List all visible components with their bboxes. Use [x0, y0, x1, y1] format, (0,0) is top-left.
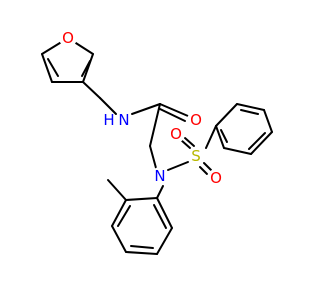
bond-line	[263, 109, 273, 133]
bond-line	[125, 251, 158, 255]
furan-oxygen-label: O	[62, 29, 74, 47]
furan-oxygen-atom: O	[59, 29, 77, 47]
bond-line	[156, 197, 173, 229]
sulfonamide-nitrogen-atom: N	[151, 167, 169, 185]
bond-line	[156, 185, 164, 199]
sulfur-label: S	[191, 147, 201, 165]
bond-line	[117, 205, 131, 227]
bond-line	[236, 103, 265, 111]
bond-line	[180, 139, 191, 149]
sulfur-atom: S	[187, 147, 205, 165]
bond-line	[111, 225, 127, 253]
bond-line	[199, 166, 208, 175]
bond-line	[81, 60, 91, 77]
carbonyl-oxygen-atom: O	[187, 111, 205, 129]
amide-nitrogen-label: N	[118, 111, 129, 129]
bond-line	[248, 132, 266, 150]
bond-line	[203, 162, 212, 171]
bond-line	[205, 125, 217, 149]
bond-line	[240, 109, 259, 115]
bond-line	[184, 137, 195, 147]
chemical-structure-diagram: O N H O N S O O	[41, 29, 273, 255]
bond-line	[41, 53, 53, 83]
amide-nitrogen-atom: N	[115, 111, 133, 129]
bond-lines	[41, 37, 273, 255]
bond-line	[149, 103, 161, 147]
bond-line	[47, 58, 59, 77]
sulfonyl-oxygen-atom: O	[207, 169, 225, 187]
carbonyl-oxygen-label: O	[190, 111, 202, 129]
bond-line	[167, 161, 189, 171]
bond-line	[130, 245, 154, 249]
bond-line	[111, 199, 127, 227]
bond-line	[223, 147, 252, 155]
bond-line	[107, 179, 127, 201]
bond-line	[159, 103, 189, 117]
bond-line	[215, 103, 238, 127]
bond-line	[159, 108, 186, 122]
bond-line	[220, 129, 228, 143]
bond-line	[153, 204, 167, 229]
sulfonyl-oxygen-atom: O	[167, 125, 185, 143]
bond-line	[125, 197, 158, 201]
bond-line	[99, 97, 117, 115]
sulfonamide-nitrogen-label: N	[154, 167, 165, 185]
bond-line	[82, 81, 101, 99]
sulfonyl-oxygen-1-label: O	[170, 125, 182, 143]
bond-line	[82, 53, 94, 83]
bond-line	[131, 103, 161, 115]
sulfonyl-oxygen-2-label: O	[210, 169, 222, 187]
amide-hydrogen-atom: H	[101, 111, 117, 129]
atom-labels: O N H O N S O O	[59, 29, 225, 187]
bond-line	[156, 227, 173, 255]
bond-line	[149, 145, 157, 169]
bond-line	[250, 131, 273, 155]
amide-hydrogen-label: H	[103, 111, 114, 129]
bond-line	[215, 125, 225, 149]
